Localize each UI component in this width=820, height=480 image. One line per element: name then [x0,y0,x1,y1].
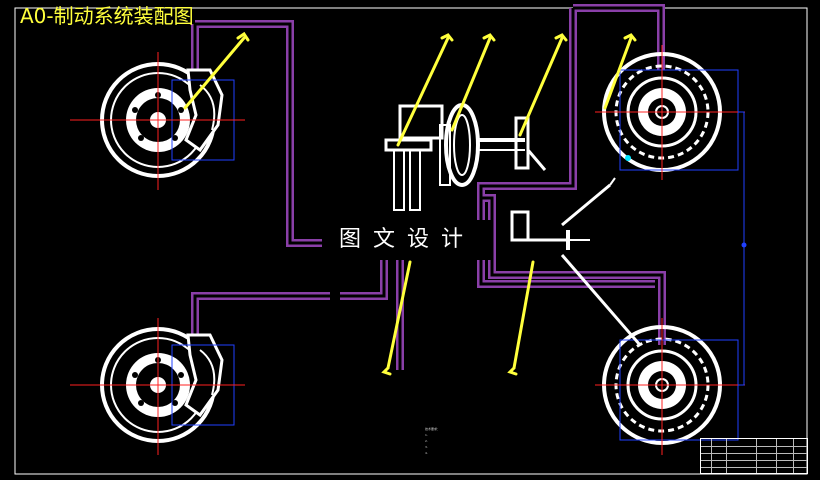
rear-left-brake [70,318,245,455]
watermark: 图文设计 [322,220,492,260]
drawing-title: A0-制动系统装配图 [20,4,194,28]
note-line: 1. [425,433,428,437]
leader-lines [183,31,637,376]
note-line: 4. [425,451,428,455]
technical-notes: 技术要求： 1. 2. 3. 4. [425,426,555,456]
hidden-line [738,111,745,386]
front-left-brake [70,52,245,190]
title-block [700,438,808,474]
brake-valve [510,177,642,346]
rear-right-brake [595,318,745,455]
front-right-brake [595,45,745,180]
brake-lines [191,4,666,370]
note-line: 2. [425,439,428,443]
note-line: 技术要求： [425,427,441,431]
note-line: 3. [425,445,428,449]
drawing-frame [14,7,808,475]
